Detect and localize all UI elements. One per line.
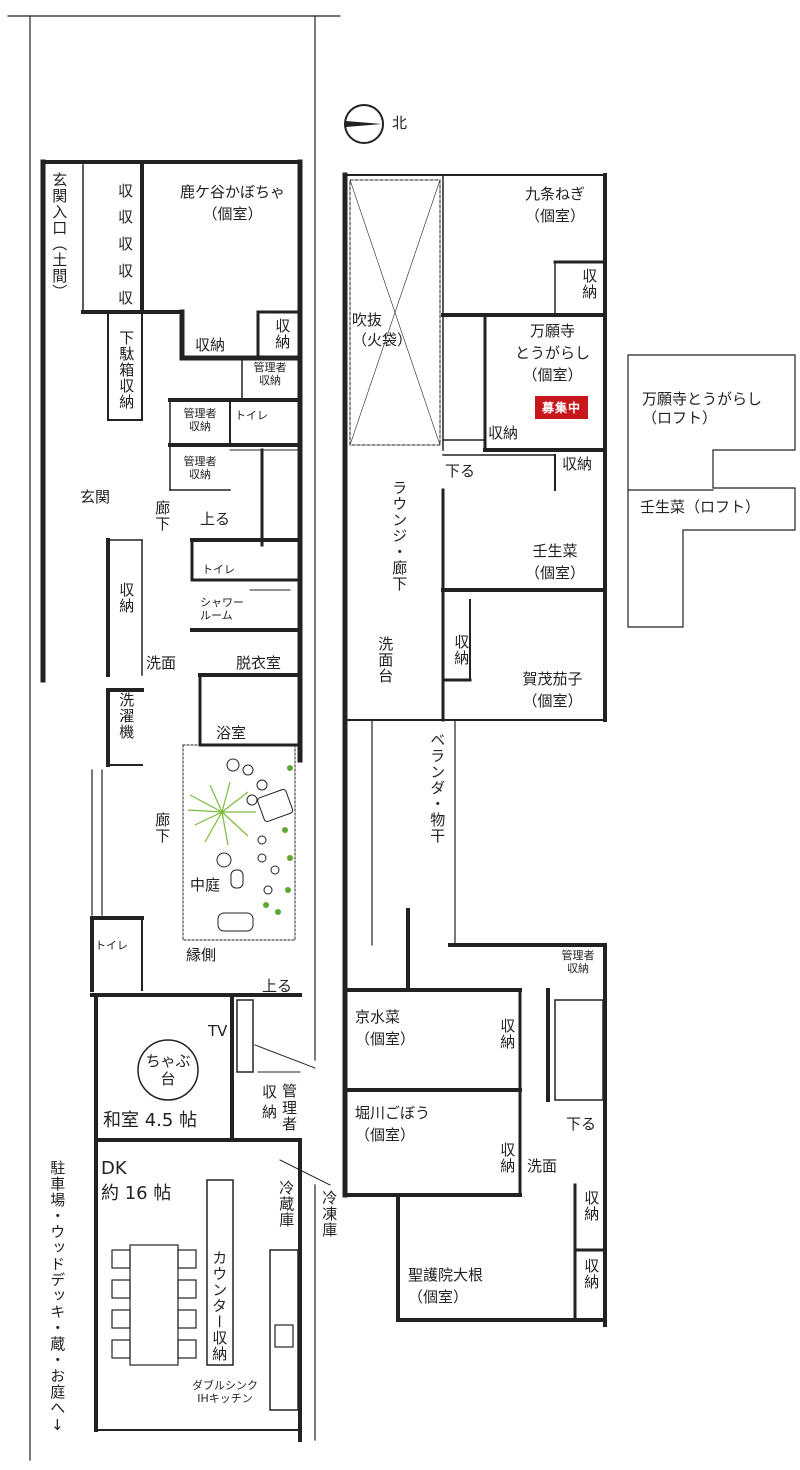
storage-label-kujo: 収納 — [580, 268, 599, 300]
courtyard-label: 中庭 — [190, 876, 221, 894]
compass-circle — [344, 104, 384, 144]
storage-label-2: 収 — [118, 208, 134, 226]
stairs-down-label-1: 下る — [445, 462, 476, 480]
room-kyomizuna-name: 京水菜 — [355, 1008, 401, 1026]
room-shikagaya-type: （個室） — [202, 205, 263, 223]
chabudai-label: ちゃぶ台 — [145, 1052, 191, 1089]
storage-label-mibuna: 収納 — [562, 455, 593, 473]
room-mibuna-name: 壬生菜 — [532, 542, 578, 560]
room-shogoin-type: （個室） — [408, 1288, 469, 1306]
compass-north-label: 北 — [392, 114, 408, 132]
corridor-label-2: 廊下 — [153, 812, 172, 844]
parking-label: 駐車場・ウッドデッキ・蔵・お庭へ↓ — [48, 1160, 67, 1435]
storage-label-4: 収 — [118, 262, 134, 280]
chabudai-table-icon — [137, 1039, 199, 1101]
freezer-label: 冷凍庫 — [320, 1190, 339, 1238]
storage-label-corridor: 収納 — [117, 582, 136, 614]
entrance-label: 玄関入口（土間） — [50, 172, 69, 300]
storage-label-right-2: 収納 — [582, 1258, 601, 1290]
storage-label-kyomizuna: 収納 — [498, 1018, 517, 1050]
shower-label: シャワールーム — [200, 596, 244, 622]
dressing-room-label: 脱衣室 — [236, 654, 282, 672]
manager-storage-label-right: 管理者収納 — [561, 949, 595, 975]
manager-storage-label-1: 管理者収納 — [253, 361, 287, 387]
storage-label-vertical: 収納 — [273, 318, 292, 350]
engawa-label: 縁側 — [186, 946, 217, 964]
shoe-storage-label: 下駄箱収納 — [117, 330, 136, 410]
room-horikawa-type: （個室） — [355, 1126, 416, 1144]
dining-chairs-icon — [111, 1249, 294, 1359]
compass-needle-icon — [346, 121, 382, 127]
room-manganji-name: 万願寺 — [529, 322, 575, 340]
room-shikagaya-name: 鹿ケ谷かぼちゃ — [179, 183, 285, 201]
storage-label-right-1: 収納 — [582, 1190, 601, 1222]
veranda-label: ベランダ・物干 — [428, 732, 447, 844]
recruiting-badge: 募集中 — [535, 396, 589, 419]
plant-icon — [187, 781, 256, 846]
manager-storage-label-2: 管理者収納 — [183, 407, 217, 433]
room-shogoin-name: 聖護院大根 — [408, 1266, 484, 1284]
washbasin-label-right: 洗面 — [527, 1157, 558, 1175]
storage-label-manganji: 収納 — [488, 424, 519, 442]
counter-storage-label: カウンター収納 — [210, 1250, 229, 1362]
room-kamo-name: 賀茂茄子 — [522, 670, 583, 688]
toilet-label-3: トイレ — [95, 939, 128, 952]
storage-label-washitsu: 収納 — [262, 1083, 278, 1121]
lounge-label: ラウンジ・廊下 — [390, 480, 409, 592]
room-horikawa-name: 堀川ごぼう — [355, 1104, 431, 1122]
toilet-label-1: トイレ — [235, 409, 268, 422]
loft-mibuna-label: 壬生菜（ロフト） — [640, 498, 761, 516]
room-kyomizuna-type: （個室） — [355, 1030, 416, 1048]
bath-label: 浴室 — [216, 724, 247, 742]
toilet-label-2: トイレ — [202, 563, 235, 576]
fukinuke-label: 吹抜（火袋） — [352, 311, 413, 350]
washbasin-counter-label: 洗面台 — [376, 636, 395, 684]
storage-label-1: 収 — [118, 182, 134, 200]
washitsu-label: 和室 4.5 帖 — [103, 1110, 198, 1131]
storage-label-kamo: 収納 — [452, 634, 471, 666]
corridor-label-1: 廊下 — [153, 500, 172, 532]
stairs-up-label-2: 上る — [262, 977, 293, 995]
storage-label-5: 収 — [118, 289, 134, 307]
manager-label-vertical: 管理者 — [282, 1082, 298, 1133]
loft-outline — [627, 354, 796, 628]
room-kamo-type: （個室） — [522, 692, 583, 710]
tv-label: TV — [208, 1022, 228, 1040]
genkan-label: 玄関 — [80, 488, 111, 506]
room-kujo-type: （個室） — [524, 207, 585, 225]
room-kujo-name: 九条ねぎ — [524, 185, 585, 203]
storage-label-shikagaya: 収納 — [195, 336, 226, 354]
room-mibuna-type: （個室） — [524, 564, 585, 582]
washing-machine-label: 洗濯機 — [117, 692, 136, 740]
manager-storage-label-3: 管理者収納 — [183, 455, 217, 481]
stairs-down-label-2: 下る — [566, 1115, 597, 1133]
storage-label-horikawa: 収納 — [498, 1142, 517, 1174]
loft-manganji-label: 万願寺とうがらし（ロフト） — [642, 390, 763, 427]
fridge-label: 冷蔵庫 — [277, 1180, 296, 1228]
room-manganji-name-2: とうがらし — [514, 344, 590, 362]
room-manganji-type: （個室） — [522, 366, 583, 384]
stairs-up-label-1: 上る — [200, 510, 231, 528]
storage-label-3: 収 — [118, 235, 134, 253]
washbasin-label-left: 洗面 — [146, 654, 177, 672]
